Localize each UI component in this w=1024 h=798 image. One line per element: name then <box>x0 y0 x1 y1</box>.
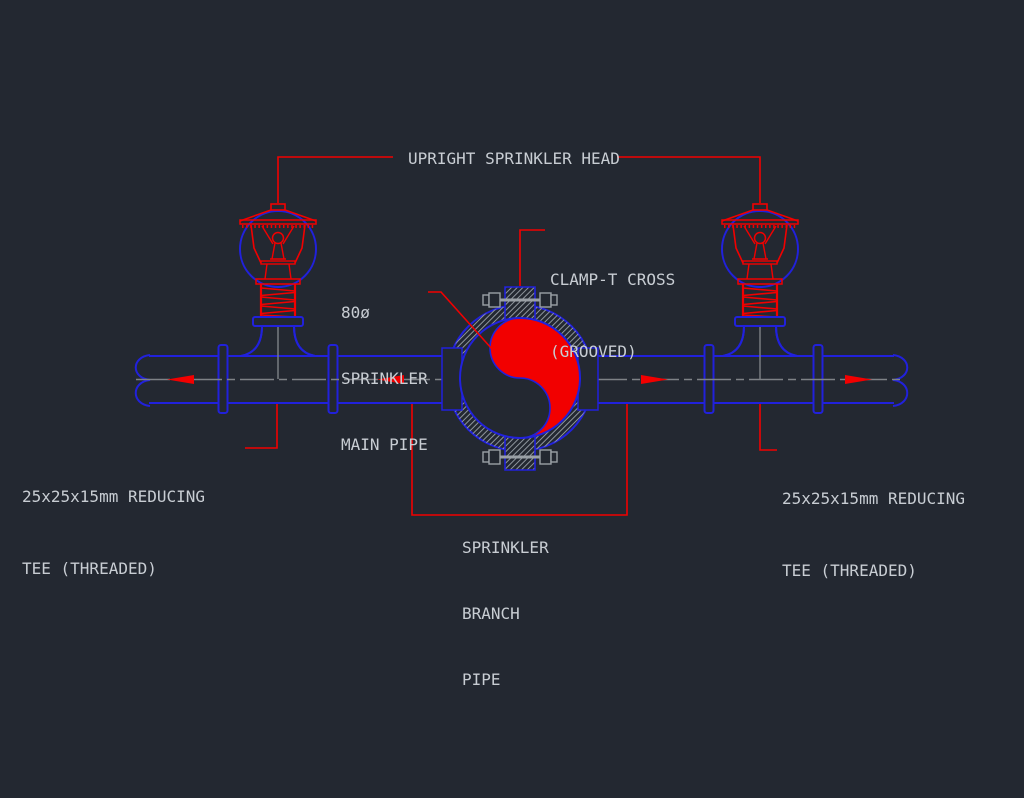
clamp-t-cross <box>441 286 599 471</box>
annotation-leaders <box>245 156 777 516</box>
label-upright-sprinkler-head: UPRIGHT SPRINKLER HEAD <box>408 149 620 168</box>
label-branch-pipe: SPRINKLER BRANCH PIPE <box>462 493 549 735</box>
label-main-pipe: 80ø SPRINKLER MAIN PIPE <box>341 258 428 500</box>
label-clamp-t-cross: CLAMP-T CROSS (GROOVED) <box>550 220 675 412</box>
label-line: SPRINKLER <box>462 538 549 557</box>
main-pipe-section <box>459 317 581 439</box>
label-line: 25x25x15mm REDUCING <box>22 487 206 506</box>
label-line: MAIN PIPE <box>341 435 428 454</box>
leader-upright-head-left <box>277 156 393 203</box>
upright-sprinkler-head-left <box>238 202 318 381</box>
clamp-neck-bottom <box>504 437 536 471</box>
label-line: TEE (THREADED) <box>782 561 917 580</box>
flow-arrow-right-icon <box>641 375 668 384</box>
leader-reducing-tee-right <box>759 404 777 451</box>
label-line: SPRINKLER <box>341 369 428 388</box>
label-reducing-tee-left: 25x25x15mm REDUCING TEE (THREADED) <box>22 437 205 629</box>
upright-sprinkler-head-right <box>720 202 800 381</box>
label-line: PIPE <box>462 670 501 689</box>
label-line: CLAMP-T CROSS <box>550 270 676 289</box>
flow-arrow-right-icon <box>845 375 872 384</box>
pipe-break-icon <box>892 354 909 407</box>
flow-arrows <box>167 375 872 384</box>
label-line: BRANCH <box>462 604 520 623</box>
yin-yang-flow-icon <box>490 318 580 438</box>
pipe-break-icon <box>134 354 151 407</box>
label-line: TEE (THREADED) <box>22 559 157 578</box>
flow-arrow-left-icon <box>167 375 194 384</box>
leader-branch-pipe <box>411 404 628 516</box>
label-line: (GROOVED) <box>550 342 637 361</box>
leader-main-pipe <box>428 291 493 350</box>
label-reducing-tee-right: 25x25x15mm REDUCING TEE (THREADED) <box>782 439 965 631</box>
leader-reducing-tee-left <box>245 404 278 449</box>
clamp-block-left <box>441 347 463 411</box>
label-line: 25x25x15mm REDUCING <box>782 489 966 508</box>
leader-clamp-cross <box>519 229 545 286</box>
flow-arrow-left-icon <box>377 375 404 384</box>
label-line: 80ø <box>341 303 370 322</box>
clamp-neck-top <box>504 286 536 319</box>
leader-upright-head-right <box>617 156 761 203</box>
